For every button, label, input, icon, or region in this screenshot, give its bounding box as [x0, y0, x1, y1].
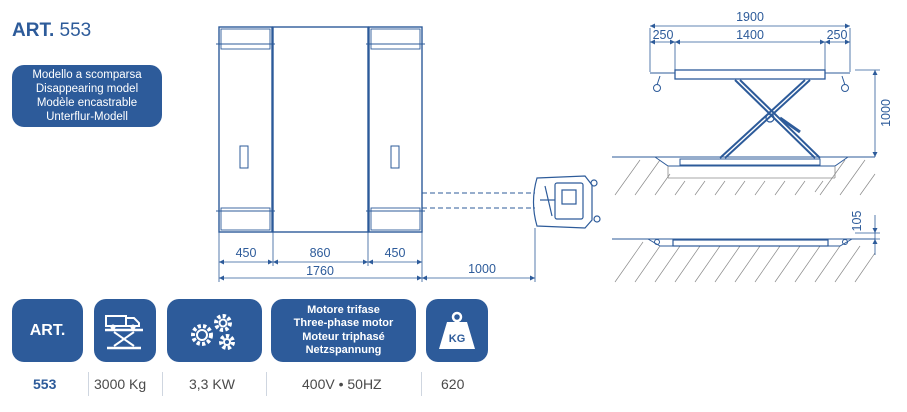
dim-860: 860	[310, 246, 331, 260]
motor-en: Three-phase motor	[293, 317, 394, 329]
motor-de: Netzspannung	[305, 344, 382, 356]
side-view-raised	[612, 25, 880, 196]
lift-truck-icon	[105, 314, 143, 349]
top-view	[216, 26, 601, 282]
dim-105: 105	[850, 211, 864, 232]
model-line-it: Modello a scomparsa	[32, 69, 142, 81]
motor-fr: Moteur triphasé	[302, 330, 385, 343]
middle-gap	[272, 26, 369, 233]
page-title: ART. 553	[12, 20, 91, 42]
dim-1760: 1760	[306, 264, 334, 278]
left-platform	[218, 26, 273, 233]
weight-tile: KG	[426, 299, 488, 362]
dim-1400: 1400	[736, 28, 764, 42]
weight-unit: KG	[449, 333, 466, 345]
dim-450-right: 450	[385, 246, 406, 260]
capacity-tile	[94, 299, 156, 362]
dim-height-1000: 1000	[879, 99, 893, 127]
spec-separator	[266, 372, 267, 396]
right-platform	[368, 26, 423, 233]
motor-tile: Motore trifase Three-phase motor Moteur …	[271, 299, 416, 362]
dim-250-left: 250	[653, 28, 674, 42]
dim-1000: 1000	[468, 262, 496, 276]
power-tile	[167, 299, 262, 362]
dim-450-left: 450	[236, 246, 257, 260]
spec-art: 553	[33, 376, 57, 392]
top-dim-arrows	[219, 259, 535, 281]
weight-icon: KG	[439, 311, 475, 349]
model-line-fr: Modèle encastrable	[36, 97, 138, 109]
motor-it: Motore trifase	[307, 303, 380, 316]
lift-deck	[674, 69, 826, 80]
dim-250-right: 250	[827, 28, 848, 42]
spec-voltage: 400V • 50HZ	[302, 376, 382, 392]
scissor-arms	[719, 79, 821, 159]
spec-capacity: 3000 Kg	[94, 376, 147, 392]
gears-icon	[190, 313, 235, 350]
side-dim-arrows	[650, 23, 878, 157]
control-unit	[532, 175, 601, 229]
art-number: 553	[59, 20, 92, 41]
spec-separator	[88, 372, 89, 396]
lowered-deck	[672, 239, 829, 247]
ground-hatch-top	[614, 159, 876, 196]
model-line-en: Disappearing model	[35, 83, 139, 95]
model-line-de: Unterflur-Modell	[46, 111, 128, 123]
spec-weight: 620	[441, 376, 465, 392]
spec-separator	[421, 372, 422, 396]
dim-1900: 1900	[736, 10, 764, 24]
spec-power: 3,3 KW	[189, 376, 235, 392]
spec-separator	[162, 372, 163, 396]
art-label: ART.	[12, 20, 55, 41]
art-tile-label: ART.	[29, 321, 66, 339]
art-tile: ART.	[12, 299, 83, 362]
ground-hatch-bottom	[614, 241, 876, 283]
side-view-lowered	[612, 215, 880, 283]
model-badge: Modello a scomparsa Disappearing model M…	[12, 65, 162, 127]
